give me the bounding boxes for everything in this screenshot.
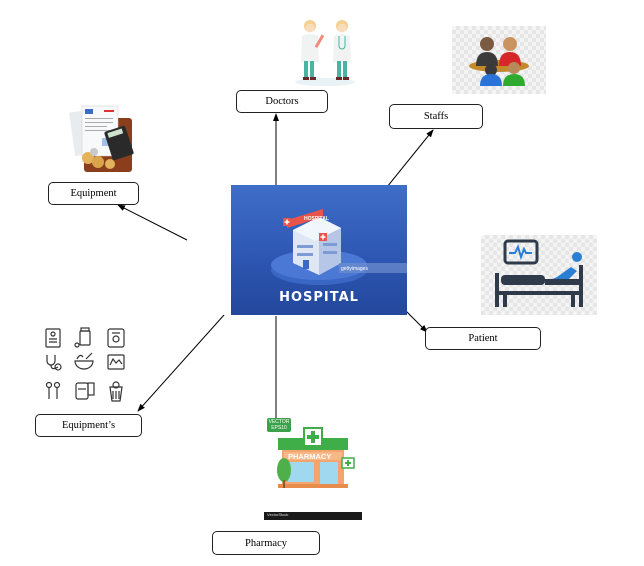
equipment-image xyxy=(66,100,136,176)
vector-badge xyxy=(267,418,291,432)
mortar-pestle-icon xyxy=(74,352,94,370)
documents-calculator-icon xyxy=(69,105,134,172)
stethoscope-icon xyxy=(46,355,62,371)
hospital-building-icon: HOSPITAL gettyimages xyxy=(271,209,407,285)
medical-device-icon xyxy=(107,328,125,348)
node-patient-label: Patient xyxy=(468,333,498,344)
node-doctors-label: Doctors xyxy=(265,96,299,107)
staff-meeting-icon xyxy=(469,37,529,86)
vector-badge-text: VECTOR EPS10 xyxy=(268,419,290,431)
arrow-to-equipments xyxy=(137,314,225,412)
node-pharmacy[interactable]: Pharmacy xyxy=(212,531,320,555)
node-equipments[interactable]: Equipment’s xyxy=(35,414,142,437)
node-doctors[interactable]: Doctors xyxy=(236,90,328,113)
pharmacy-store-icon xyxy=(264,427,362,520)
node-equipment[interactable]: Equipment xyxy=(48,182,139,205)
doctors-image xyxy=(290,14,360,86)
hospital-image: HOSPITAL gettyimages HOSPITAL xyxy=(231,185,407,315)
medicine-bottle-icon xyxy=(74,327,91,348)
pharmacy-image: VECTOR EPS10 PHARMACY VectorStock xyxy=(264,418,362,520)
pharmacy-sign-text: PHARMACY xyxy=(288,452,332,461)
patient-bed-monitor-icon xyxy=(495,239,583,307)
clipboard-icon xyxy=(45,328,61,348)
trash-bin-icon xyxy=(109,381,123,402)
watermark-text: gettyimages xyxy=(341,266,368,272)
doctors-illustration xyxy=(295,20,355,86)
patient-image xyxy=(481,235,597,315)
node-staffs-label: Staffs xyxy=(423,111,449,122)
node-patient[interactable]: Patient xyxy=(425,327,541,350)
hospital-sign-text: HOSPITAL xyxy=(304,216,329,222)
staffs-image xyxy=(452,26,546,94)
arrow-to-equipment xyxy=(117,204,188,241)
hospital-title: HOSPITAL xyxy=(279,290,359,305)
dental-tools-icon xyxy=(45,381,61,399)
node-equipment-label: Equipment xyxy=(70,188,117,199)
monitor-icon xyxy=(107,354,125,370)
footer-brand-text: VectorStock xyxy=(267,512,289,517)
node-pharmacy-label: Pharmacy xyxy=(245,537,287,549)
node-staffs[interactable]: Staffs xyxy=(389,104,483,129)
pill-box-icon xyxy=(75,382,95,400)
node-equipments-label: Equipment’s xyxy=(61,420,116,431)
equipments-image xyxy=(42,325,132,407)
medical-equipment-icon-grid xyxy=(45,327,125,402)
